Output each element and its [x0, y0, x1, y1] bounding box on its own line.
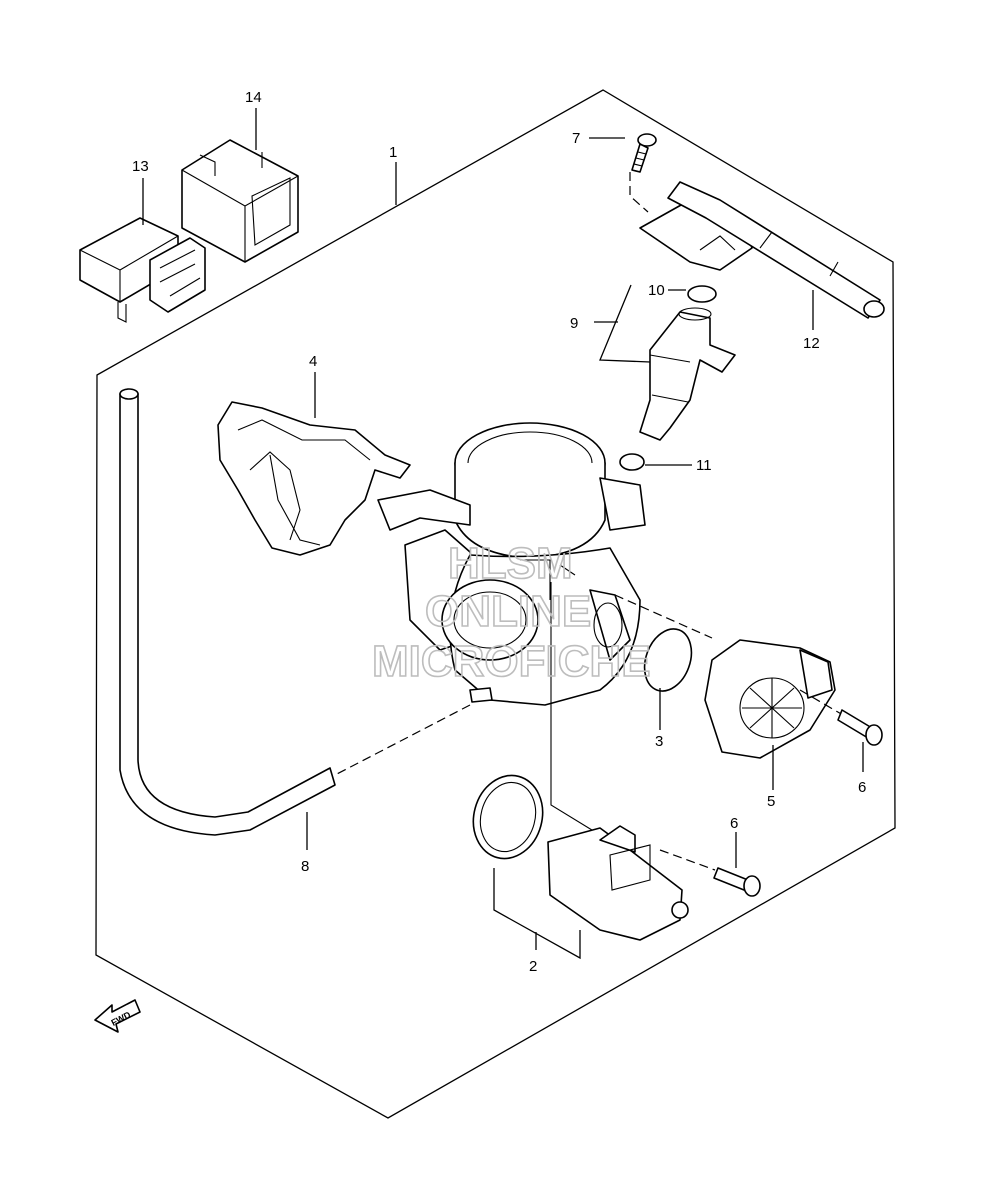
- callout-11: 11: [696, 457, 712, 474]
- line-body-to-isc: [550, 582, 606, 839]
- callout-2: 2: [529, 958, 537, 975]
- part-10-oring: [687, 285, 717, 303]
- callout-1: 1: [389, 144, 397, 161]
- callout-8: 8: [301, 858, 309, 875]
- callout-4: 4: [309, 353, 317, 370]
- callout-5: 5: [767, 793, 775, 810]
- assembly-boundary: [95, 89, 896, 1119]
- part-8-hose: [119, 388, 336, 836]
- part-2-isc: [472, 774, 689, 941]
- callout-10: 10: [648, 282, 665, 299]
- part-3-oring: [643, 628, 693, 692]
- callout-3: 3: [655, 733, 663, 750]
- part-9-injector: [639, 307, 736, 441]
- watermark-line-2: ONLINE: [425, 587, 591, 636]
- dash-screw-7: [629, 172, 649, 213]
- callout-12: 12: [803, 335, 820, 352]
- watermark-line-3: MICROFICHE: [372, 637, 651, 686]
- dash-to-hose: [334, 704, 471, 776]
- part-7-screw: [631, 133, 657, 173]
- fwd-arrow-icon: [94, 999, 141, 1033]
- part-1-throttle-body: [377, 422, 646, 706]
- part-13-connector: [79, 217, 206, 323]
- watermark-line-1: HLSM: [448, 539, 573, 588]
- dash-to-bolt6a: [799, 689, 856, 723]
- part-11-oring: [619, 453, 645, 471]
- callout-6-lower: 6: [730, 815, 738, 832]
- part-6-bolt-b: [713, 867, 761, 897]
- part-5-sensor: [704, 639, 836, 759]
- watermark: HLSM ONLINE MICROFICHE: [371, 538, 651, 687]
- callout-14: 14: [245, 89, 262, 106]
- fwd-arrow: FWD: [94, 999, 141, 1033]
- callout-6-upper: 6: [858, 779, 866, 796]
- part-4-bracket: [217, 401, 411, 556]
- dash-to-bolt6b: [659, 849, 716, 871]
- callout-leaders: [142, 108, 864, 960]
- part-12-fuel-rail: [639, 181, 885, 319]
- dash-to-sensor5: [614, 594, 713, 639]
- part-6-bolt-a: [837, 709, 883, 746]
- callout-13: 13: [132, 158, 149, 175]
- callout-7: 7: [572, 130, 580, 147]
- callout-labels: 1 2 3 4 5 6 6 7 8 9 10 11 12 13 14: [132, 89, 866, 975]
- callout-9: 9: [570, 315, 578, 332]
- part-14-cover: [181, 139, 299, 263]
